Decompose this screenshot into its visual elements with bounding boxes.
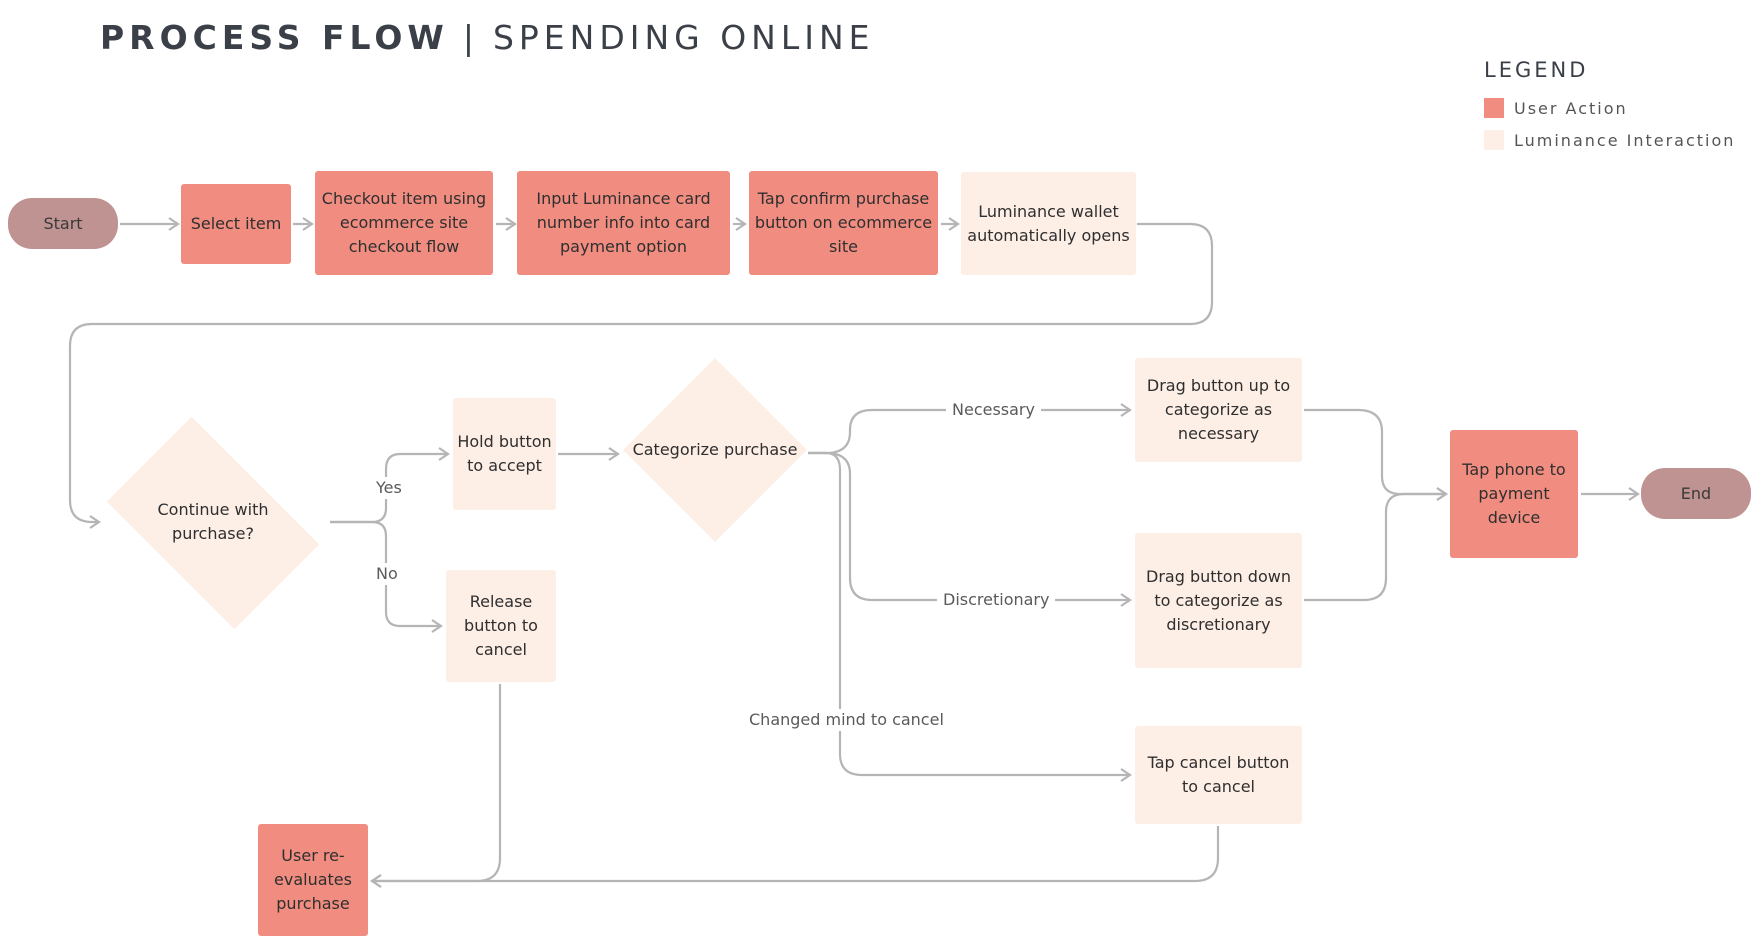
node-input-card: Input Luminance card number info into ca… [517, 171, 730, 275]
node-release-button: Release button to cancel [446, 570, 556, 682]
legend-label: Luminance Interaction [1514, 130, 1736, 150]
legend-title: LEGEND [1484, 58, 1589, 82]
node-checkout-item: Checkout item using ecommerce site check… [315, 171, 493, 275]
node-reevaluate: User re-evaluates purchase [258, 824, 368, 936]
legend-swatch-luminance [1484, 130, 1504, 150]
edge-label-changed-mind: Changed mind to cancel [743, 709, 950, 731]
node-drag-down: Drag button down to categorize as discre… [1135, 533, 1302, 668]
end-terminal: End [1641, 468, 1751, 519]
title-separator: | [462, 18, 479, 57]
title-sub: SPENDING ONLINE [492, 18, 875, 57]
node-wallet-opens: Luminance wallet automatically opens [961, 172, 1136, 275]
node-hold-button: Hold button to accept [453, 398, 556, 510]
edge-label-discretionary: Discretionary [937, 589, 1056, 611]
decision-continue-purchase: Continue with purchase? [157, 500, 269, 543]
legend-label: User Action [1514, 98, 1628, 118]
edge-label-necessary: Necessary [946, 399, 1041, 421]
edge-label-yes: Yes [370, 477, 408, 499]
node-tap-phone: Tap phone to payment device [1450, 430, 1578, 558]
title-main: PROCESS FLOW [100, 18, 449, 57]
legend-item-luminance-interaction: Luminance Interaction [1484, 130, 1735, 150]
decision-categorize: Categorize purchase [632, 440, 798, 459]
legend-swatch-user-action [1484, 98, 1504, 118]
legend-item-user-action: User Action [1484, 98, 1628, 118]
start-terminal: Start [8, 198, 118, 249]
page-title: PROCESS FLOW | SPENDING ONLINE [100, 18, 875, 57]
edge-label-no: No [370, 563, 404, 585]
node-drag-up: Drag button up to categorize as necessar… [1135, 358, 1302, 462]
node-select-item: Select item [181, 184, 291, 264]
node-tap-confirm: Tap confirm purchase button on ecommerce… [749, 171, 938, 275]
node-tap-cancel: Tap cancel button to cancel [1135, 726, 1302, 824]
